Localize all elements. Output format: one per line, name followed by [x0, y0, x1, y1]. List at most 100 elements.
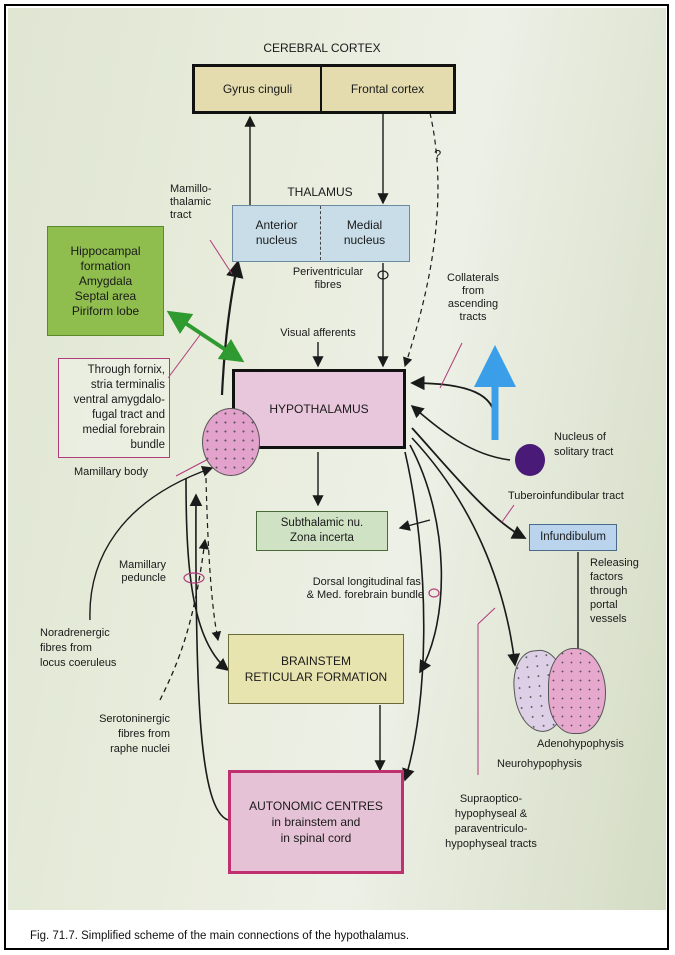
- mamillothalamic-pointer: [209, 239, 233, 275]
- gyrus-cinguli-label: Gyrus cinguli: [222, 81, 293, 96]
- mamillary-peduncle-marker: [183, 572, 205, 584]
- page-frame: [4, 4, 669, 950]
- amygdala-label: Amygdala: [78, 273, 133, 288]
- medial-nucleus-label: Medial nucleus: [343, 218, 386, 247]
- subthalamic-line-1: Subthalamic nu.: [280, 517, 364, 529]
- brainstem-line-2: RETICULAR FORMATION: [244, 670, 388, 684]
- hypothalamus-label: HYPOTHALAMUS: [269, 401, 369, 416]
- visual-afferents-label: Visual afferents: [280, 327, 356, 339]
- fornix-label: Through fornix, stria terminalis ventral…: [74, 363, 165, 453]
- formation-label: formation: [80, 258, 131, 273]
- adenohypophysis-shape: [548, 648, 606, 734]
- periventricular-line-1: Periventricular: [292, 266, 364, 278]
- dashed-mamillary-to-brainstem: [205, 477, 222, 642]
- collaterals-line-4: tracts: [459, 311, 487, 323]
- hypothalamus-box: HYPOTHALAMUS: [232, 369, 406, 449]
- autonomic-line-3: in spinal cord: [280, 831, 352, 845]
- frontal-cortex-label: Frontal cortex: [350, 81, 425, 96]
- solitary-nucleus-label: Nucleus of solitary tract: [554, 430, 613, 460]
- adenohypophysis-label: Adenohypophysis: [537, 738, 624, 750]
- dorsal-line-1: Dorsal longitudinal fas.: [312, 576, 424, 588]
- supraoptico-line-3: paraventriculo-: [454, 823, 528, 835]
- hypothalamus-to-autonomic-arrow: [402, 451, 425, 782]
- supraoptico-line-2: hypophyseal &: [454, 808, 528, 820]
- question-mark: ?: [434, 147, 442, 162]
- mamillary-body: [202, 408, 260, 476]
- neurohypophysis-label: Neurohypophysis: [497, 758, 582, 770]
- limbic-bidirectional-arrow: [166, 310, 245, 363]
- collaterals-arrow: [410, 375, 496, 421]
- collaterals-line-1: Collaterals: [447, 272, 499, 284]
- periventricular-label: Periventricular fibres: [278, 266, 378, 292]
- piriform-lobe-label: Piriform lobe: [71, 303, 140, 318]
- dorsal-longitudinal-marker: [428, 588, 440, 598]
- mamillothalamic-line-2: thalamic: [170, 196, 211, 208]
- tuberoinfundibular-pointer: [501, 504, 515, 523]
- solitary-nucleus-dot: [515, 444, 545, 476]
- fornix-line-4: fugal tract and: [92, 409, 165, 421]
- releasing-line-1: Releasing: [590, 557, 639, 569]
- fornix-line-6: bundle: [130, 439, 165, 451]
- releasing-line-5: vessels: [590, 613, 627, 625]
- collaterals-label: Collaterals from ascending tracts: [428, 272, 518, 324]
- releasing-factors-label: Releasing factors through portal vessels: [590, 556, 639, 626]
- dorsal-longitudinal-label: Dorsal longitudinal fas. & Med. forebrai…: [274, 576, 424, 602]
- subthalamic-return-arrow: [398, 519, 431, 531]
- noradrenergic-line-1: Noradrenergic: [40, 627, 110, 639]
- serotoninergic-line-3: raphe nuclei: [110, 743, 170, 755]
- autonomic-line-1: AUTONOMIC CENTRES: [249, 799, 383, 813]
- mamillothalamic-line-1: Mamillo-: [170, 183, 212, 195]
- dashed-frontal-to-hypothalamus: [403, 112, 439, 368]
- fornix-line-5: medial forebrain: [82, 424, 165, 436]
- tuberoinfundibular-label: Tuberoinfundibular tract: [508, 490, 624, 502]
- hypothalamus-to-hypophysis-arrow: [411, 437, 521, 667]
- noradrenergic-line-3: locus coeruleus: [40, 657, 117, 669]
- solitary-to-hypothalamus-arrow: [410, 404, 511, 461]
- cerebral-cortex-box: Gyrus cinguli Frontal cortex: [192, 64, 456, 114]
- peduncle-line-1: Mamillary: [118, 559, 166, 571]
- medial-nucleus-box: Medial nucleus: [321, 206, 408, 260]
- frontal-cortex-box: Frontal cortex: [322, 67, 453, 111]
- brainstem-box: BRAINSTEM RETICULAR FORMATION: [228, 634, 404, 704]
- autonomic-to-mamillary-arrow: [189, 493, 229, 821]
- thalamus-box: Anterior nucleus Medial nucleus: [232, 205, 410, 262]
- subthalamic-line-2: Zona incerta: [290, 532, 354, 544]
- solitary-line-2: solitary tract: [554, 446, 614, 458]
- autonomic-line-2: in brainstem and: [271, 815, 361, 829]
- noradrenergic-arrow: [89, 465, 214, 621]
- fornix-line-3: ventral amygdalo-: [73, 394, 165, 406]
- hippocampal-label: Hippocampal: [70, 243, 141, 258]
- mamillothalamic-line-3: tract: [170, 209, 192, 221]
- noradrenergic-line-2: fibres from: [40, 642, 92, 654]
- periventricular-line-2: fibres: [314, 279, 342, 291]
- supraoptico-label: Supraoptico- hypophyseal & paraventricul…: [426, 792, 556, 852]
- brainstem-line-1: BRAINSTEM: [280, 654, 351, 668]
- figure-caption: Fig. 71.7. Simplified scheme of the main…: [30, 930, 410, 942]
- peduncle-line-2: peduncle: [121, 572, 166, 584]
- solitary-line-1: Nucleus of: [554, 431, 606, 443]
- infundibulum-label: Infundibulum: [540, 531, 606, 543]
- dorsal-line-2: & Med. forebrain bundle: [306, 589, 424, 601]
- autonomic-centres-box: AUTONOMIC CENTRES in brainstem and in sp…: [228, 770, 404, 874]
- releasing-line-4: portal: [590, 599, 618, 611]
- anterior-nucleus-label: Anterior nucleus: [255, 218, 298, 247]
- hypothalamus-to-brainstem-arrow: [409, 444, 443, 674]
- supraoptico-line-1: Supraoptico-: [459, 793, 523, 805]
- collaterals-pointer: [439, 342, 463, 389]
- supraoptico-pointer-top: [477, 607, 496, 625]
- collaterals-line-2: from: [462, 285, 484, 297]
- fornix-line-2: stria terminalis: [90, 379, 165, 391]
- periventricular-marker: [377, 270, 389, 280]
- anterior-nucleus-box: Anterior nucleus: [233, 206, 321, 260]
- septal-area-label: Septal area: [74, 288, 137, 303]
- hypothalamus-to-infundibulum-arrow: [411, 427, 527, 539]
- mamillary-peduncle-label: Mamillary peduncle: [96, 559, 166, 585]
- releasing-line-2: factors: [590, 571, 624, 583]
- serotoninergic-label: Serotoninergic fibres from raphe nuclei: [60, 712, 170, 757]
- gyrus-cinguli-box: Gyrus cinguli: [195, 67, 322, 111]
- fornix-line-1: Through fornix,: [87, 364, 165, 376]
- limbic-structures-box: Hippocampal formation Amygdala Septal ar…: [47, 226, 164, 336]
- serotoninergic-line-2: fibres from: [118, 728, 170, 740]
- cerebral-cortex-title: CEREBRAL CORTEX: [263, 41, 381, 55]
